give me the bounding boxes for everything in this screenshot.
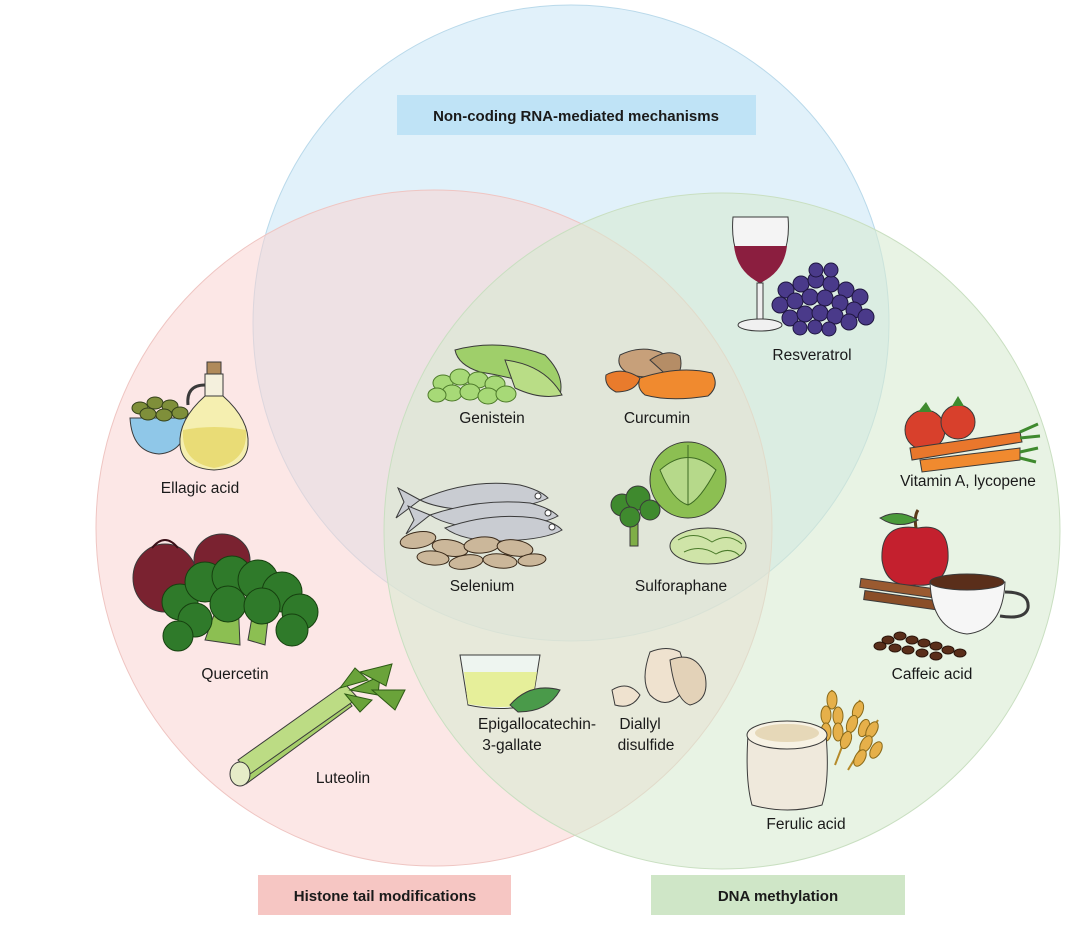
label-box-non-coding-rna: Non-coding RNA-mediated mechanisms <box>397 95 756 135</box>
oil-bottle-icon <box>179 361 249 471</box>
label-dna-methylation: DNA methylation <box>718 888 838 905</box>
label-histone-tail: Histone tail modifications <box>294 888 477 905</box>
grapes-icon <box>771 262 875 337</box>
broccoli-small-icon <box>610 485 661 547</box>
wine-glass-icon <box>732 216 789 332</box>
label-luteolin: Luteolin <box>316 770 370 787</box>
apple-icon <box>879 509 949 586</box>
carrot-icon <box>909 422 1041 473</box>
coffee-cup-icon <box>929 573 1030 635</box>
label-resveratrol: Resveratrol <box>772 347 851 364</box>
flour-sack-icon <box>746 720 828 811</box>
label-box-dna-methylation: DNA methylation <box>651 875 905 915</box>
label-sulforaphane: Sulforaphane <box>635 578 727 595</box>
label-non-coding-rna: Non-coding RNA-mediated mechanisms <box>433 108 719 125</box>
tomato-icon <box>904 396 976 451</box>
fish-icon <box>395 482 563 542</box>
label-vitamin-a-lycopene: Vitamin A, lycopene <box>900 473 1036 490</box>
label-curcumin: Curcumin <box>624 410 690 427</box>
garlic-icon <box>611 648 707 707</box>
olive-bowl-icon <box>129 396 189 455</box>
soybean-icon <box>427 344 563 405</box>
sprouts-icon <box>669 527 747 565</box>
label-ellagic-acid: Ellagic acid <box>161 480 239 497</box>
turmeric-icon <box>605 348 716 400</box>
coffee-beans-icon <box>873 631 967 661</box>
label-quercetin: Quercetin <box>201 666 268 683</box>
celery-icon <box>229 663 406 787</box>
label-selenium: Selenium <box>450 578 515 595</box>
label-egcg-line2: 3-gallate <box>482 737 541 754</box>
label-genistein: Genistein <box>459 410 524 427</box>
broccoli-icon <box>161 555 319 652</box>
label-diallyl-line1: Diallyl <box>619 716 660 733</box>
label-box-histone-tail: Histone tail modifications <box>258 875 511 915</box>
label-ferulic-acid: Ferulic acid <box>766 816 845 833</box>
green-tea-icon <box>459 654 561 713</box>
label-diallyl-line2: disulfide <box>618 737 675 754</box>
cabbage-icon <box>649 441 727 519</box>
label-egcg-line1: Epigallocatechin- <box>478 716 596 733</box>
label-caffeic-acid: Caffeic acid <box>892 666 973 683</box>
wheat-icon <box>819 689 883 771</box>
brazil-nuts-icon <box>399 531 547 570</box>
